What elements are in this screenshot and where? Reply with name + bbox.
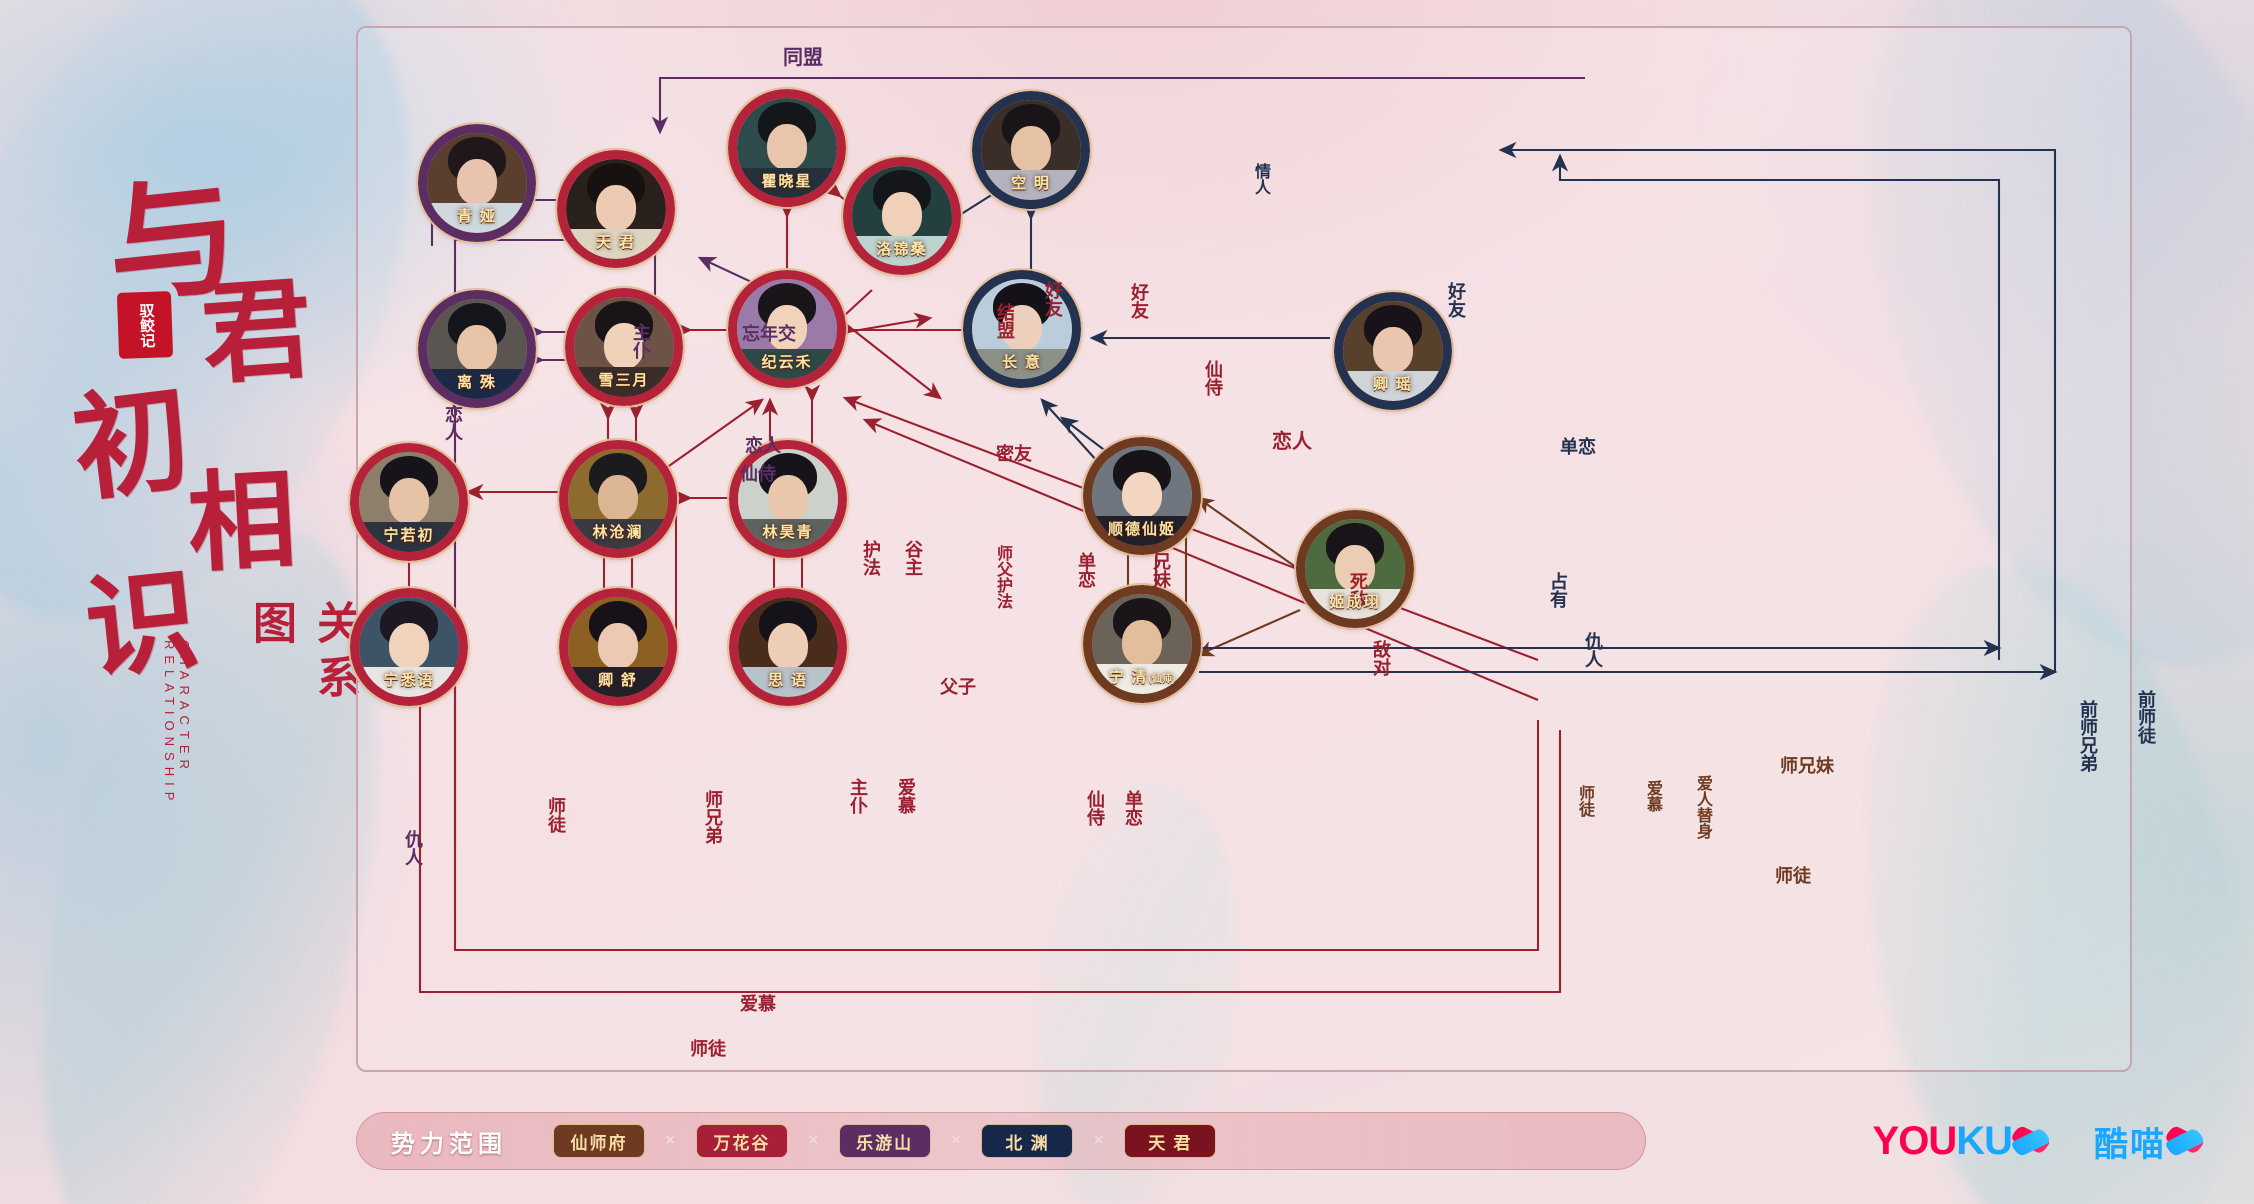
node-ring [557, 150, 675, 268]
node-ring [418, 124, 536, 242]
kumiao-label: 酷喵 [2094, 1125, 2166, 1164]
node-ring [418, 290, 536, 408]
character-node-quxiaoxing[interactable]: 瞿晓星 [728, 89, 846, 207]
character-node-jiyunhe[interactable]: 纪云禾 [728, 270, 846, 388]
kumiao-logo[interactable]: 酷喵 [2094, 1117, 2220, 1166]
youku-letter-u1: U [1928, 1118, 1957, 1163]
character-node-qingya[interactable]: 青 娅 [418, 124, 536, 242]
faction-leyoushan[interactable]: 乐游山 [838, 1124, 931, 1158]
character-portrait [738, 449, 838, 549]
character-node-lishu[interactable]: 离 殊 [418, 290, 536, 408]
character-node-changyi[interactable]: 长 意 [963, 270, 1081, 388]
node-ring [350, 588, 468, 706]
character-portrait [981, 100, 1081, 200]
node-ring [1334, 292, 1452, 410]
youku-logo[interactable]: YOUKU [1873, 1119, 2066, 1164]
character-portrait [359, 597, 459, 697]
character-portrait [568, 597, 668, 697]
character-node-jichengxu[interactable]: 姬成珝 [1296, 510, 1414, 628]
node-ring [559, 440, 677, 558]
character-portrait [359, 452, 459, 552]
node-ring [728, 89, 846, 207]
character-portrait [1092, 594, 1192, 694]
node-ring [1296, 510, 1414, 628]
character-node-ningxiyu[interactable]: 宁悉语 [350, 588, 468, 706]
separator-icon: × [950, 1130, 962, 1151]
character-node-tianjun[interactable]: 天 君 [557, 150, 675, 268]
title-char-4: 相 [184, 461, 300, 586]
faction-xianshifu[interactable]: 仙师府 [553, 1124, 645, 1158]
title-char-3: 初 [66, 375, 198, 517]
node-ring [729, 440, 847, 558]
node-ring [1083, 437, 1201, 555]
node-ring [729, 588, 847, 706]
character-portrait [1305, 519, 1405, 619]
character-portrait [1343, 301, 1443, 401]
node-ring [565, 288, 683, 406]
character-portrait [427, 133, 527, 233]
separator-icon: × [807, 1130, 819, 1151]
title-char-2: 君 [197, 268, 317, 398]
character-portrait [972, 279, 1072, 379]
character-portrait [738, 597, 838, 697]
seal-stamp: 驭鲛记 [116, 291, 174, 359]
character-node-kongming[interactable]: 空 明 [972, 91, 1090, 209]
node-ring [1083, 585, 1201, 703]
faction-wanhuagu[interactable]: 万花谷 [695, 1124, 788, 1158]
youku-letter-y: Y [1872, 1118, 1900, 1163]
character-node-linhaoqing[interactable]: 林昊青 [729, 440, 847, 558]
faction-tianjun[interactable]: 天 君 [1124, 1124, 1217, 1158]
separator-icon: × [665, 1130, 676, 1151]
subtitle-english: CHARACTER RELATIONSHIP [162, 640, 192, 807]
node-ring [728, 270, 846, 388]
node-ring [972, 91, 1090, 209]
character-node-luojinsang[interactable]: 洛锦桑 [843, 157, 961, 275]
play-arrow-icon [2163, 1124, 2220, 1158]
youku-letter-o: O [1898, 1118, 1929, 1163]
legend-title: 势力范围 [391, 1131, 507, 1158]
character-portrait [1092, 446, 1192, 546]
poster-title: 与 君 初 相 识 驭鲛记 人物关系图 CHARACTER RELATIONSH… [30, 165, 423, 807]
character-node-lincanglan[interactable]: 林沧澜 [559, 440, 677, 558]
node-ring [843, 157, 961, 275]
character-node-ningruochu[interactable]: 宁若初 [350, 443, 468, 561]
node-ring [559, 588, 677, 706]
youku-letter-k: K [1956, 1118, 1985, 1163]
faction-legend: 势力范围 仙师府 × 万花谷 × 乐游山 × 北 渊 × 天 君 [356, 1112, 1646, 1170]
character-node-ningqing[interactable]: 宁 清(仙师) [1083, 585, 1201, 703]
play-arrow-icon [2009, 1124, 2066, 1158]
character-portrait [852, 166, 952, 266]
character-node-siyu[interactable]: 思 语 [729, 588, 847, 706]
character-portrait [574, 297, 674, 397]
character-portrait [427, 299, 527, 399]
brand-logos: YOUKU 酷喵 [1873, 1112, 2220, 1170]
faction-beiyuan[interactable]: 北 渊 [981, 1124, 1074, 1158]
character-portrait [568, 449, 668, 549]
node-ring [350, 443, 468, 561]
separator-icon: × [1093, 1130, 1105, 1151]
youku-letter-u2: U [1984, 1118, 2013, 1163]
character-portrait [566, 159, 666, 259]
character-node-qingyao[interactable]: 卿 瑶 [1334, 292, 1452, 410]
node-ring [963, 270, 1081, 388]
character-node-qingshu[interactable]: 卿 舒 [559, 588, 677, 706]
character-portrait [737, 279, 837, 379]
character-portrait [737, 98, 837, 198]
character-node-xuesanyue[interactable]: 雪三月 [565, 288, 683, 406]
character-node-shundexianji[interactable]: 顺德仙姬 [1083, 437, 1201, 555]
